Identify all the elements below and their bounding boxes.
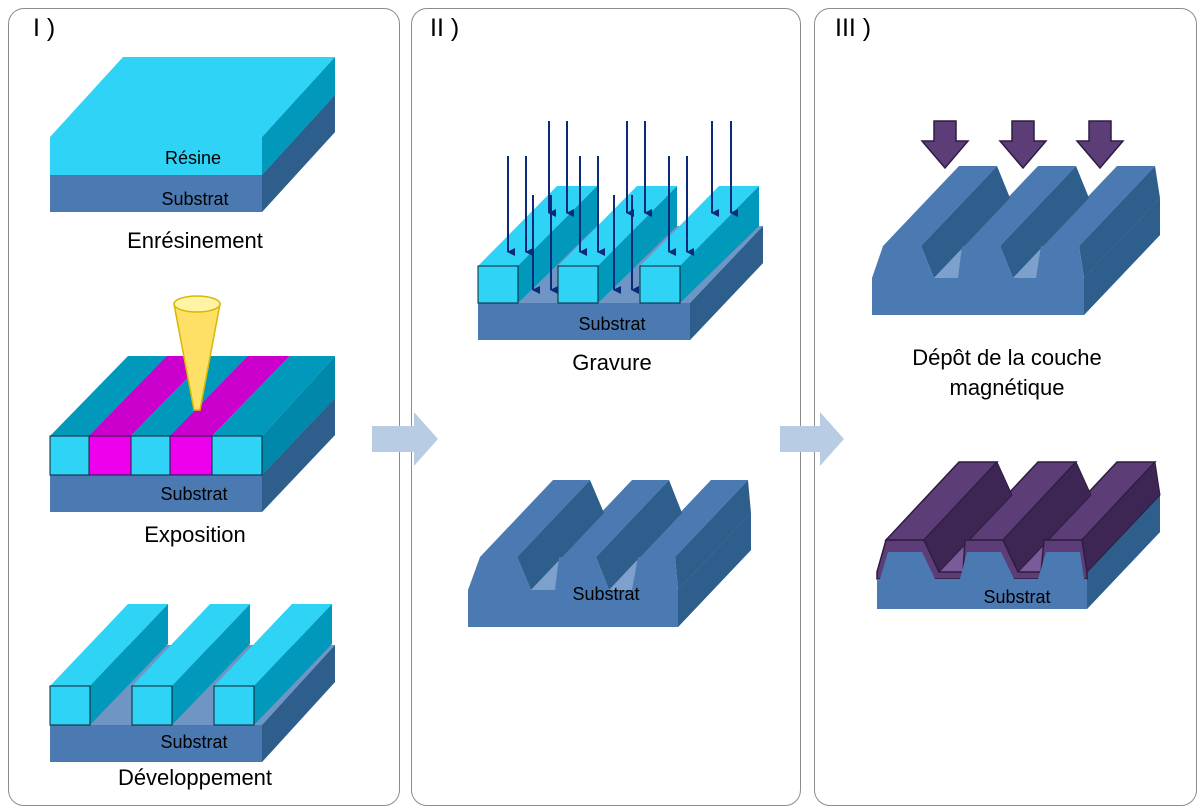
caption-enresinement: Enrésinement [127,228,263,253]
transition-arrow-2 [780,412,844,466]
deposition-stack [872,120,1160,315]
caption-developpement: Développement [117,765,273,790]
substrate-label: Substrat [983,587,1050,607]
substrate-label: Substrat [572,584,639,604]
substrate-label: Substrat [161,189,228,209]
panel-3-label: III ) [835,14,872,42]
etching-ion-arrows [507,121,738,294]
coated-substrate: Substrat [876,460,1161,609]
deposition-arrow [1075,120,1125,170]
gravure-stack: Substrat [477,121,763,340]
etched-substrate: Substrat [468,480,751,627]
deposition-arrow [998,120,1048,170]
panel-2 [411,8,801,806]
substrate-label: Substrat [578,314,645,334]
exposition-stack: Substrat [49,295,335,512]
substrate-label: Substrat [160,484,227,504]
deposition-arrow [920,120,970,170]
resin-label: Résine [165,148,221,168]
substrate-label: Substrat [160,732,227,752]
panel-1-label: I ) [33,14,56,42]
transition-arrow-1 [372,412,438,466]
caption-depot-line1: Dépôt de la couche [912,345,1102,370]
caption-gravure: Gravure [572,350,652,375]
caption-exposition: Exposition [144,522,246,547]
developpement-stack: Substrat [49,604,335,762]
panel-2-label: II ) [430,14,460,42]
enresinement-stack: Résine Substrat [50,57,335,212]
caption-depot-line2: magnétique [949,375,1065,400]
